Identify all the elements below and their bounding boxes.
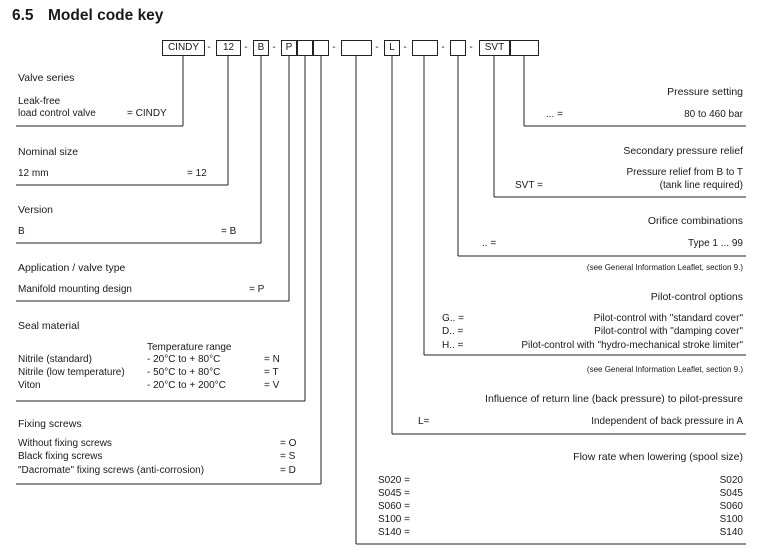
version-label: B (18, 226, 25, 237)
screws-row-label: Without fixing screws (18, 438, 112, 449)
orifice-code: .. = (482, 238, 497, 249)
valve-series-line2: load control valve (18, 108, 96, 119)
nominal-size-code: = 12 (187, 168, 207, 179)
seal-row-label: Nitrile (standard) (18, 354, 92, 365)
code-box-flow (341, 40, 372, 56)
seal-row-code: = N (264, 354, 280, 365)
code-separator: - (375, 42, 379, 53)
code-box-size: 12 (216, 40, 241, 56)
pilot-control-note: (see General Information Leaflet, sectio… (586, 365, 743, 374)
return-line-code: L= (418, 416, 430, 427)
orifice-value: Type 1 ... 99 (687, 238, 743, 249)
seal-row-temp: - 20°C to + 80°C (147, 354, 221, 365)
pilot-row-value: Pilot-control with "standard cover" (593, 313, 743, 324)
pressure-setting-heading: Pressure setting (667, 86, 743, 98)
pilot-row-code: H.. = (442, 340, 464, 351)
pressure-setting-value: 80 to 460 bar (684, 109, 743, 120)
code-box-screws (313, 40, 329, 56)
application-heading: Application / valve type (18, 262, 126, 274)
pilot-control-heading: Pilot-control options (650, 291, 743, 303)
return-line-value: Independent of back pressure in A (591, 416, 743, 427)
code-separator: - (272, 42, 276, 53)
return-line-heading: Influence of return line (back pressure)… (485, 393, 743, 405)
screws-row-code: = O (280, 438, 297, 449)
code-box-relief: SVT (479, 40, 510, 56)
section-title: Model code key (48, 7, 164, 24)
version-heading: Version (18, 204, 54, 216)
valve-series-line1: Leak-free (18, 96, 61, 107)
flow-row-value: S045 (719, 488, 743, 499)
seal-row-label: Nitrile (low temperature) (18, 367, 125, 378)
valve-series-code: = CINDY (127, 108, 167, 119)
flow-row-code: S020 = (378, 475, 410, 486)
seal-row-label: Viton (18, 380, 41, 391)
application-code: = P (249, 284, 265, 295)
version-code: = B (221, 226, 237, 237)
pilot-row-code: D.. = (442, 326, 464, 337)
code-separator: - (244, 42, 248, 53)
flow-row-value: S140 (719, 527, 743, 538)
screws-row-label: "Dacromate" fixing screws (anti-corrosio… (18, 465, 205, 476)
secondary-relief-line1: Pressure relief from B to T (626, 167, 743, 178)
code-separator: - (403, 42, 407, 53)
page-title: 6.5 Model code key (12, 7, 163, 25)
section-number: 6.5 (12, 7, 34, 24)
secondary-relief-code: SVT = (515, 180, 543, 191)
code-box-pilot (412, 40, 438, 56)
seal-row-code: = V (264, 380, 280, 391)
flow-row-code: S045 = (378, 488, 410, 499)
orifice-note: (see General Information Leaflet, sectio… (586, 263, 743, 272)
code-box-version: B (253, 40, 269, 56)
seal-row-code: = T (264, 367, 279, 378)
valve-series-heading: Valve series (18, 72, 75, 84)
code-box-application: P (281, 40, 297, 56)
code-box-seal (297, 40, 313, 56)
flow-row-code: S140 = (378, 527, 410, 538)
flow-row-code: S100 = (378, 514, 410, 525)
secondary-relief-heading: Secondary pressure relief (623, 145, 743, 157)
screws-row-code: = S (280, 451, 296, 462)
temperature-range-header: Temperature range (147, 342, 232, 353)
orifice-heading: Orifice combinations (647, 215, 743, 227)
nominal-size-heading: Nominal size (18, 146, 79, 158)
code-separator: - (441, 42, 445, 53)
flow-row-value: S020 (719, 475, 743, 486)
code-box-return-line: L (384, 40, 400, 56)
code-box-series: CINDY (162, 40, 205, 56)
seal-row-temp: - 20°C to + 200°C (147, 380, 226, 391)
fixing-screws-heading: Fixing screws (18, 418, 82, 430)
code-box-orifice (450, 40, 466, 56)
flow-row-value: S100 (719, 514, 743, 525)
secondary-relief-line2: (tank line required) (659, 180, 743, 191)
flow-rate-heading: Flow rate when lowering (spool size) (573, 451, 743, 463)
screws-row-label: Black fixing screws (18, 451, 103, 462)
nominal-size-label: 12 mm (18, 168, 49, 179)
pilot-row-code: G.. = (442, 313, 464, 324)
seal-row-temp: - 50°C to + 80°C (147, 367, 221, 378)
flow-row-code: S060 = (378, 501, 410, 512)
screws-row-code: = D (280, 465, 296, 476)
code-separator: - (332, 42, 336, 53)
code-box-pressure (510, 40, 539, 56)
code-separator: - (469, 42, 473, 53)
seal-material-heading: Seal material (18, 320, 80, 332)
pressure-setting-code: ... = (546, 109, 563, 120)
pilot-row-value: Pilot-control with "hydro-mechanical str… (521, 340, 743, 351)
application-label: Manifold mounting design (18, 284, 132, 295)
flow-row-value: S060 (719, 501, 743, 512)
pilot-row-value: Pilot-control with "damping cover" (594, 326, 743, 337)
code-separator: - (207, 42, 211, 53)
